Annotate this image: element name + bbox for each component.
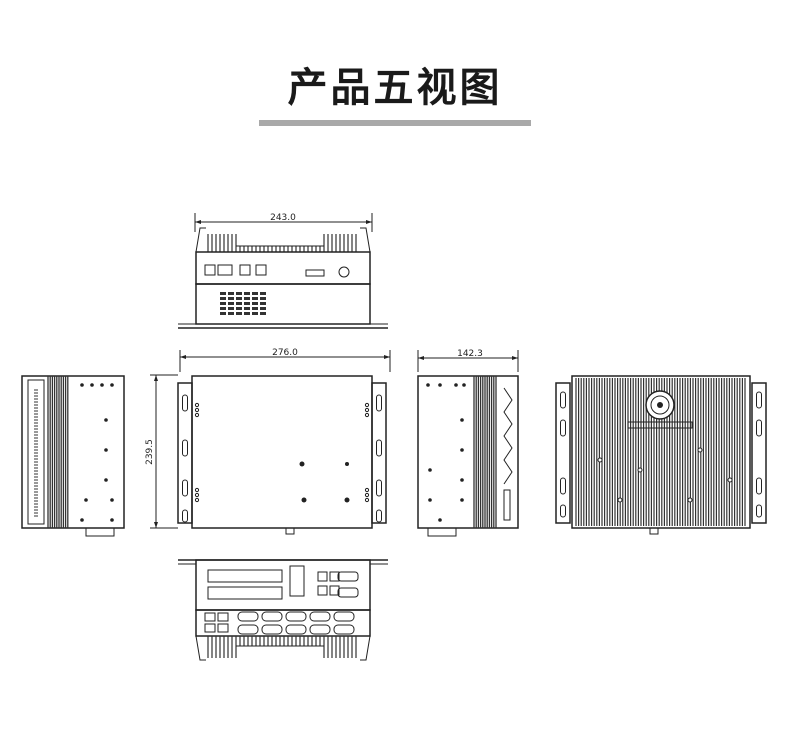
front-width-dimension: 276.0 <box>272 348 298 358</box>
top-width-dimension: 243.0 <box>270 213 296 223</box>
left-side-view <box>21 375 125 537</box>
io-view-fins <box>195 635 371 661</box>
front-view-brackets <box>182 394 382 523</box>
left-view-screw-holes <box>80 383 114 522</box>
top-view-fins <box>195 227 371 253</box>
top-view: 243.0 <box>178 213 388 329</box>
front-view: 276.0 239.5 <box>145 348 391 535</box>
left-view-fins <box>47 376 69 528</box>
title-underline <box>259 120 531 126</box>
front-height-dimension: 239.5 <box>145 439 155 465</box>
right-view-screw-holes <box>426 383 466 522</box>
right-side-view: 142.3 <box>417 349 519 537</box>
io-view <box>178 559 388 661</box>
back-view <box>555 375 767 535</box>
back-view-fins <box>575 378 746 526</box>
io-view-upper-ports <box>317 571 359 598</box>
right-view-fins <box>473 376 497 528</box>
page-title: 产品五视图 <box>287 65 503 111</box>
back-view-brackets <box>560 391 762 518</box>
top-view-vents <box>220 292 266 315</box>
left-view-label-text <box>34 389 38 517</box>
side-depth-dimension: 142.3 <box>457 349 483 359</box>
io-view-lower-ports <box>204 611 355 635</box>
